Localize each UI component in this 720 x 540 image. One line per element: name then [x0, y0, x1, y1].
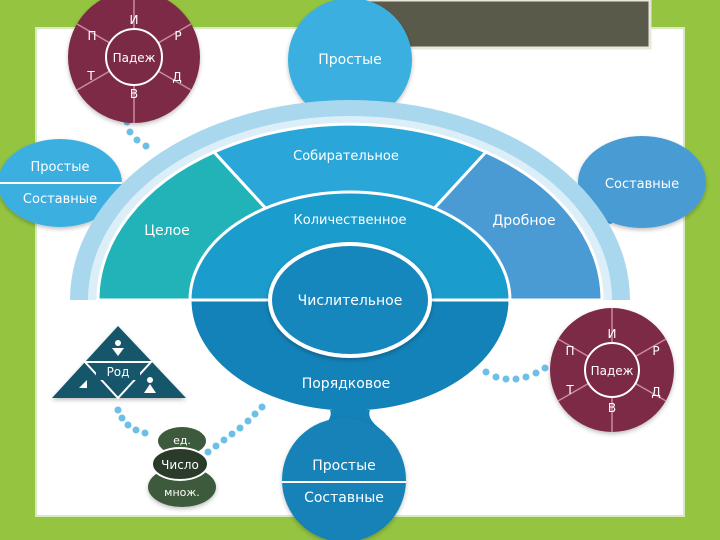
case-wheel-left-letter-t: Т — [86, 69, 95, 83]
core-circle — [188, 190, 512, 414]
case-wheel-right-letter-t: Т — [565, 383, 574, 397]
number-stack: ед. Число множ. — [148, 427, 216, 507]
bottom-bubble: Простые Составные — [282, 410, 406, 540]
case-wheel-right-letter-v: В — [608, 401, 616, 415]
case-wheel-right: Падеж И Р Д В Т П — [550, 308, 674, 432]
case-wheel-right-center: Падеж — [591, 364, 634, 378]
left-bubble-top-label: Простые — [31, 160, 90, 175]
case-wheel-right-letter-i: И — [608, 327, 617, 341]
bottom-bubble-top-label: Простые — [312, 458, 376, 474]
segment-labels: Собирательное Целое Количественное Дробн… — [144, 149, 555, 392]
case-wheel-right-letter-d: Д — [651, 385, 660, 399]
gender-triangle: Род — [52, 326, 186, 400]
center-circle — [268, 242, 432, 358]
case-wheel-left-letter-p: П — [87, 29, 96, 43]
case-wheel-left-letter-i: И — [130, 13, 139, 27]
label-collective: Собирательное — [293, 149, 399, 164]
number-top-label: ед. — [173, 434, 191, 447]
case-wheel-left-letter-v: В — [130, 87, 138, 101]
bottom-bubble-bottom-label: Составные — [304, 490, 384, 506]
right-bubble-label: Составные — [605, 177, 679, 192]
case-wheel-left-letter-d: Д — [172, 70, 181, 84]
case-wheel-right-letter-p: П — [565, 344, 574, 358]
number-middle-label: Число — [161, 458, 199, 472]
label-center: Числительное — [298, 293, 403, 309]
dotted-connectors — [114, 108, 549, 456]
female-icon — [144, 377, 156, 393]
male-icon — [112, 340, 124, 356]
case-wheel-left-center: Падеж — [113, 51, 156, 65]
case-wheel-left-letter-r: Р — [174, 29, 181, 43]
number-bottom-label: множ. — [164, 486, 200, 499]
label-fractional: Дробное — [492, 213, 555, 229]
gender-label: Род — [107, 365, 130, 379]
neuter-icon — [79, 380, 87, 388]
left-bubble-bottom-label: Составные — [23, 192, 97, 207]
label-whole: Целое — [144, 223, 190, 239]
case-wheel-right-letter-r: Р — [652, 344, 659, 358]
label-ordinal: Порядковое — [302, 376, 391, 392]
case-wheel-left: Падеж И Р Д В Т П — [68, 0, 200, 123]
top-bubble-label: Простые — [318, 52, 382, 68]
label-quantitative: Количественное — [294, 213, 407, 228]
